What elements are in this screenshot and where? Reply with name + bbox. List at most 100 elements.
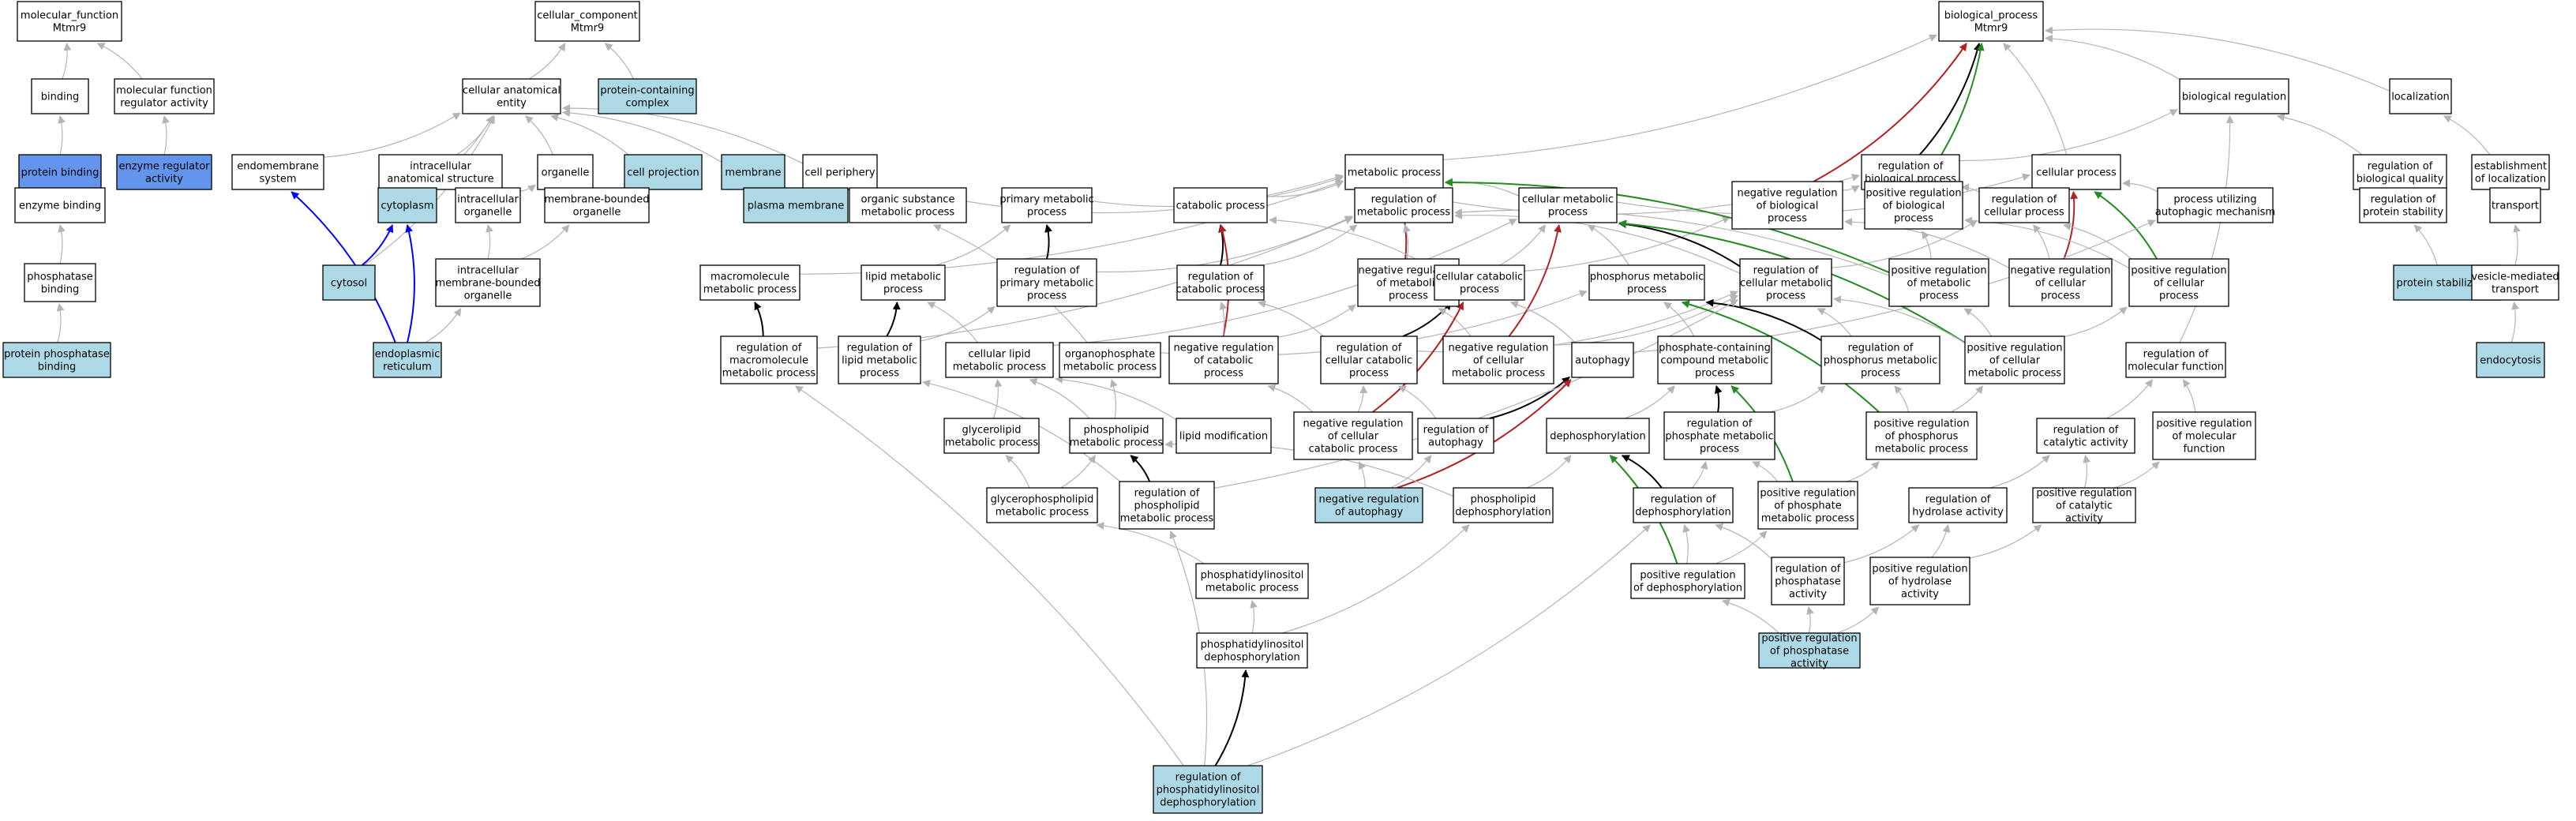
node-plasmamem[interactable]: plasma membrane	[743, 187, 849, 223]
node-box	[838, 336, 921, 384]
edge-phosbind-to-enzbind	[58, 224, 66, 264]
edge-posregdephos-to-posregphatemp	[1715, 530, 1768, 564]
node-cellper[interactable]: cell periphery	[802, 154, 878, 190]
node-label-line: of metabolic	[1377, 278, 1441, 290]
node-local[interactable]: localization	[2389, 78, 2452, 114]
node-catproc[interactable]: catabolic process	[1173, 187, 1268, 223]
node-cytosol[interactable]: cytosol	[322, 264, 376, 301]
node-regpidephos[interactable]: regulation ofphosphatidylinositoldephosp…	[1153, 765, 1263, 814]
node-cytoplasm[interactable]: cytoplasm	[377, 187, 437, 223]
node-binding[interactable]: binding	[31, 78, 89, 114]
node-membrane[interactable]: membrane	[721, 154, 786, 190]
node-endocytosis[interactable]: endocytosis	[2476, 342, 2545, 378]
node-metproc[interactable]: metabolic process	[1344, 154, 1444, 190]
node-dephos[interactable]: dephosphorylation	[1546, 418, 1650, 454]
edge-regcellmp-to-regcp	[1831, 219, 1978, 268]
node-cellproc[interactable]: cellular process	[2031, 154, 2121, 190]
edge-membrane-to-cae	[562, 109, 722, 163]
node-cellproj[interactable]: cell projection	[624, 154, 703, 190]
node-breg[interactable]: biological regulation	[2179, 78, 2289, 114]
node-label-line: phosphatidylinositol	[1157, 785, 1260, 797]
node-lipidmod[interactable]: lipid modification	[1176, 418, 1272, 454]
edge-pldephos-to-dephos	[1526, 455, 1572, 489]
node-organelle[interactable]: organelle	[537, 154, 594, 190]
node-transport[interactable]: transport	[2489, 187, 2541, 223]
node-protbind[interactable]: protein binding	[18, 154, 102, 190]
node-enzbind[interactable]: enzyme binding	[14, 187, 106, 223]
node-autophagy[interactable]: autophagy	[1571, 342, 1634, 378]
node-label-line: regulator activity	[120, 98, 208, 110]
